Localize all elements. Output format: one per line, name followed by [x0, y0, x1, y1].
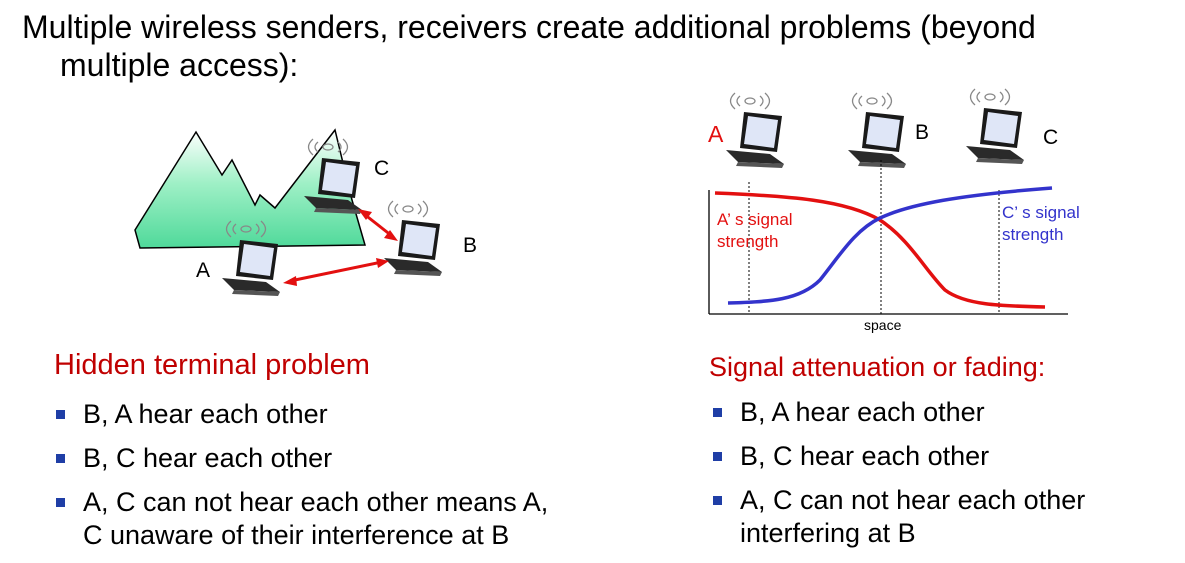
label-b: B: [463, 234, 478, 257]
title-line-1: Multiple wireless senders, receivers cre…: [22, 9, 1036, 45]
hidden-terminal-heading: Hidden terminal problem: [54, 349, 370, 381]
bullet-icon: [713, 496, 722, 505]
list-item: B, C hear each other: [711, 440, 1181, 473]
arrow-a-b: [283, 258, 389, 286]
bullet-icon: [56, 454, 65, 463]
title-line-2: multiple access):: [60, 47, 299, 83]
mountain-shape: [134, 128, 366, 249]
laptop-c-icon: [965, 88, 1025, 165]
bullet-icon: [56, 498, 65, 507]
list-item: A, C can not hear each other means A,C u…: [54, 486, 654, 552]
label-a-right: A: [708, 121, 724, 147]
fading-heading: Signal attenuation or fading:: [709, 352, 1046, 382]
bullet-icon: [713, 408, 722, 417]
label-b-right: B: [915, 121, 930, 144]
list-item: B, A hear each other: [711, 396, 1181, 429]
bullet-icon: [56, 410, 65, 419]
slide-title: Multiple wireless senders, receivers cre…: [22, 8, 1172, 84]
signal-curve-a: [714, 191, 1046, 309]
c-signal-label: C’ s signal strength: [1002, 203, 1080, 244]
label-c-right: C: [1043, 126, 1059, 149]
laptop-a-icon: [725, 92, 785, 169]
bullet-icon: [713, 452, 722, 461]
list-item: B, A hear each other: [54, 398, 654, 431]
x-axis-label: space: [864, 317, 902, 333]
right-bullet-list: B, A hear each other B, C hear each othe…: [711, 396, 1181, 561]
left-bullet-list: B, A hear each other B, C hear each othe…: [54, 398, 654, 563]
list-item: B, C hear each other: [54, 442, 654, 475]
signal-curve-c: [727, 186, 1053, 305]
label-a: A: [196, 259, 211, 282]
arrow-c-b: [358, 209, 398, 241]
laptop-b-icon: [847, 92, 907, 169]
label-c: C: [374, 157, 390, 180]
a-signal-label: A’ s signal strength: [717, 210, 793, 251]
